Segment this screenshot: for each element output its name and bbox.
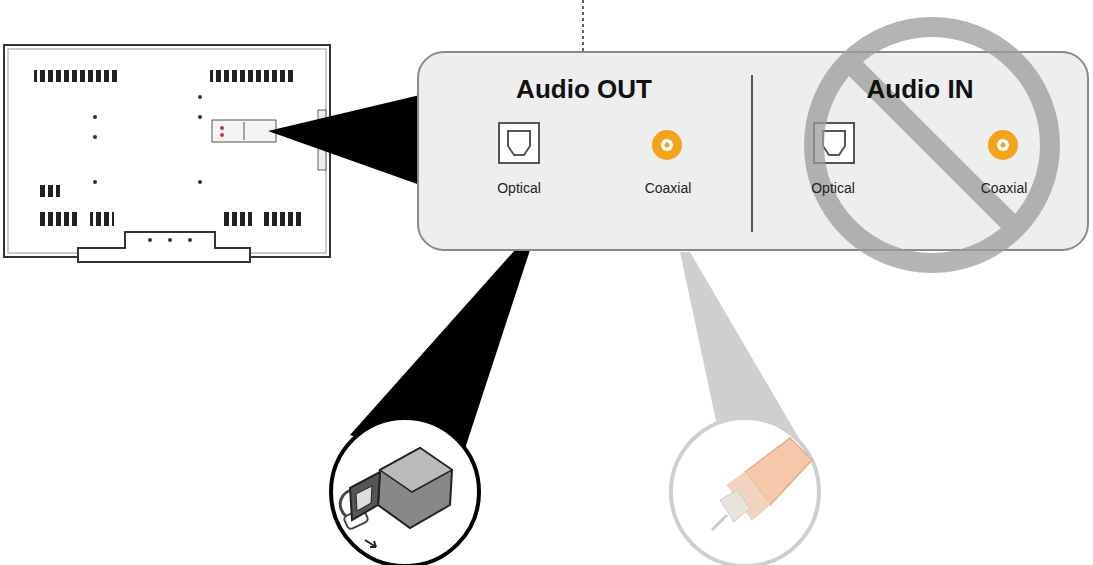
tv-back [4, 45, 330, 262]
callout-wedge [268, 95, 420, 185]
coaxial-plug [671, 418, 819, 565]
optical-port [499, 123, 539, 163]
optical-plug [331, 418, 479, 565]
port-label: Coaxial [981, 180, 1028, 196]
section-heading: Audio IN [867, 74, 974, 105]
prohibition-sign [814, 27, 1050, 263]
connector-panel [418, 52, 1088, 250]
callout-wedge [680, 252, 800, 440]
section-heading: Audio OUT [516, 74, 652, 105]
port-label: Optical [811, 180, 855, 196]
leader-line [582, 0, 584, 52]
port-label: Coaxial [645, 180, 692, 196]
coaxial-port [652, 130, 682, 160]
connector-panel: Audio OUT Audio IN [418, 52, 1088, 250]
port-label: Optical [497, 180, 541, 196]
divider [751, 75, 753, 232]
coaxial-port [988, 130, 1018, 160]
